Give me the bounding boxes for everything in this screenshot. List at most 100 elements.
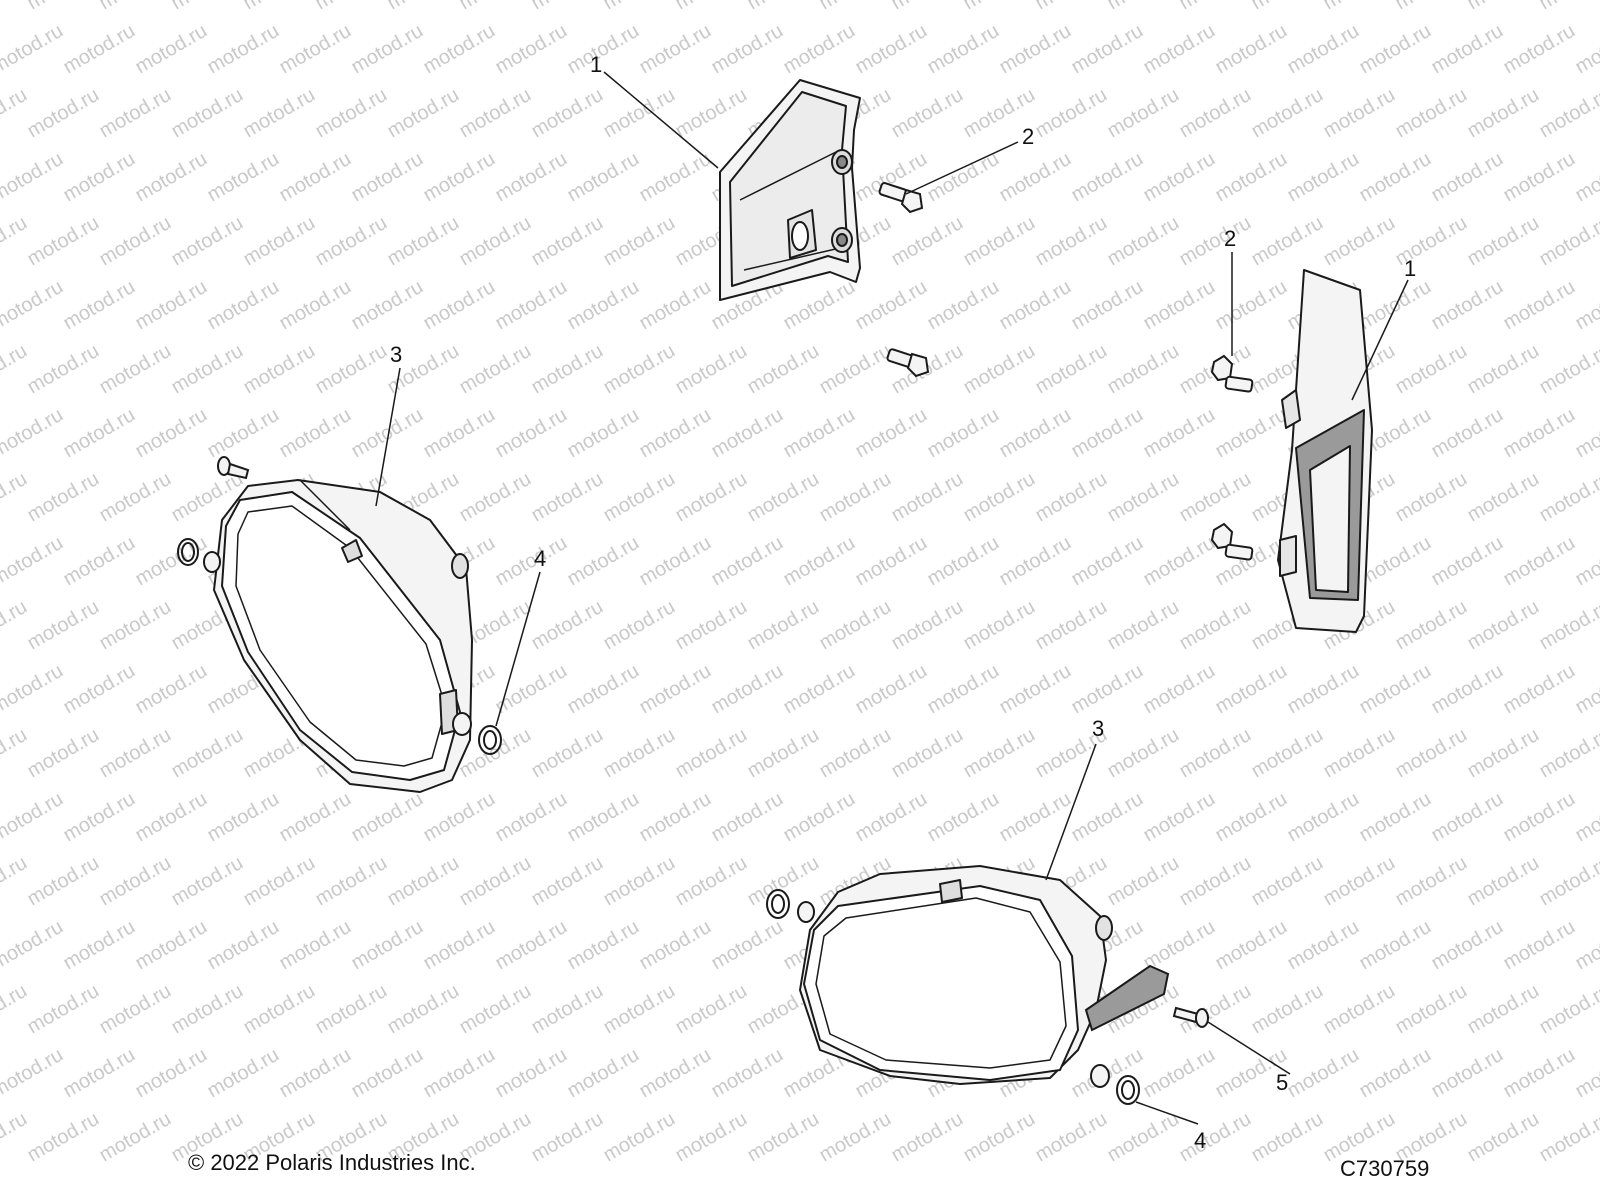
callout-4-bottom: 4: [1194, 1128, 1206, 1153]
watermark-text: motod.ru: [276, 148, 355, 207]
watermark-text: motod.ru: [24, 724, 103, 783]
watermark-text: motod.ru: [312, 84, 391, 143]
watermark-text: motod.ru: [1536, 596, 1600, 655]
oring-left-b: [478, 725, 502, 755]
watermark-text: motod.ru: [456, 340, 535, 399]
watermark-text: motod.ru: [60, 916, 139, 975]
watermark-text: motod.ru: [240, 852, 319, 911]
watermark-text: motod.ru: [708, 20, 787, 79]
watermark-text: motod.ru: [1140, 532, 1219, 591]
watermark-text: motod.ru: [0, 84, 31, 143]
watermark-text: motod.ru: [744, 596, 823, 655]
watermark-text: motod.ru: [96, 468, 175, 527]
watermark-text: motod.ru: [1464, 0, 1543, 14]
grommet-left-a: [203, 551, 221, 573]
watermark-text: motod.ru: [348, 276, 427, 335]
watermark-text: motod.ru: [60, 1044, 139, 1103]
watermark-text: motod.ru: [0, 20, 67, 79]
watermark-text: motod.ru: [888, 724, 967, 783]
watermark-text: motod.ru: [0, 1044, 67, 1103]
watermark-text: motod.ru: [96, 980, 175, 1039]
watermark-text: motod.ru: [996, 404, 1075, 463]
watermark-text: motod.ru: [852, 660, 931, 719]
watermark-text: motod.ru: [1428, 20, 1507, 79]
watermark-text: motod.ru: [0, 660, 67, 719]
watermark-text: motod.ru: [240, 212, 319, 271]
watermark-text: motod.ru: [636, 148, 715, 207]
oring-bottom-b: [1116, 1075, 1140, 1105]
watermark-text: motod.ru: [564, 276, 643, 335]
watermark-text: motod.ru: [528, 468, 607, 527]
watermark-text: motod.ru: [1356, 1044, 1435, 1103]
watermark-text: motod.ru: [996, 788, 1075, 847]
watermark-text: motod.ru: [852, 532, 931, 591]
watermark-text: motod.ru: [1068, 20, 1147, 79]
watermark-text: motod.ru: [1536, 212, 1600, 271]
watermark-text: motod.ru: [780, 660, 859, 719]
watermark-text: motod.ru: [1500, 916, 1579, 975]
callout-1-right: 1: [1404, 256, 1416, 281]
watermark-text: motod.ru: [1140, 660, 1219, 719]
watermark-text: motod.ru: [1068, 148, 1147, 207]
watermark-text: motod.ru: [708, 1044, 787, 1103]
watermark-text: motod.ru: [1356, 660, 1435, 719]
watermark-text: motod.ru: [1140, 276, 1219, 335]
watermark-text: motod.ru: [1428, 916, 1507, 975]
watermark-text: motod.ru: [492, 20, 571, 79]
watermark-text: motod.ru: [168, 852, 247, 911]
watermark-text: motod.ru: [96, 340, 175, 399]
watermark-text: motod.ru: [1212, 916, 1291, 975]
watermark-text: motod.ru: [0, 1108, 31, 1167]
watermark-text: motod.ru: [24, 0, 103, 14]
callout-2-top: 2: [1022, 124, 1034, 149]
watermark-text: motod.ru: [780, 788, 859, 847]
watermark-text: motod.ru: [204, 916, 283, 975]
watermark-text: motod.ru: [348, 1044, 427, 1103]
watermark-text: motod.ru: [1212, 404, 1291, 463]
callout-2-right: 2: [1224, 226, 1236, 251]
watermark-text: motod.ru: [96, 724, 175, 783]
watermark-text: motod.ru: [852, 404, 931, 463]
watermark-text: motod.ru: [924, 148, 1003, 207]
watermark-text: motod.ru: [60, 404, 139, 463]
watermark-text: motod.ru: [1320, 84, 1399, 143]
watermark-text: motod.ru: [1392, 468, 1471, 527]
watermark-text: motod.ru: [1428, 532, 1507, 591]
callout-1-top: 1: [590, 52, 602, 77]
watermark-text: motod.ru: [888, 0, 967, 14]
watermark-text: motod.ru: [1500, 788, 1579, 847]
watermark-text: motod.ru: [1068, 532, 1147, 591]
bolt-right-lower: [1210, 522, 1254, 561]
watermark-text: motod.ru: [0, 404, 67, 463]
grommet-left-b: [452, 712, 472, 736]
watermark-text: motod.ru: [1500, 660, 1579, 719]
watermark-text: motod.ru: [456, 84, 535, 143]
watermark-text: motod.ru: [96, 596, 175, 655]
watermark-text: motod.ru: [132, 532, 211, 591]
watermark-text: motod.ru: [168, 0, 247, 14]
watermark-text: motod.ru: [672, 852, 751, 911]
watermark-text: motod.ru: [888, 212, 967, 271]
watermark-text: motod.ru: [1320, 724, 1399, 783]
watermark-text: motod.ru: [276, 404, 355, 463]
watermark-text: motod.ru: [1392, 0, 1471, 14]
watermark-text: motod.ru: [1248, 980, 1327, 1039]
watermark-text: motod.ru: [1068, 404, 1147, 463]
watermark-text: motod.ru: [204, 1044, 283, 1103]
watermark-text: motod.ru: [0, 468, 31, 527]
watermark-text: motod.ru: [1428, 148, 1507, 207]
watermark-text: motod.ru: [96, 84, 175, 143]
watermark-text: motod.ru: [1212, 660, 1291, 719]
watermark-text: motod.ru: [600, 852, 679, 911]
watermark-text: motod.ru: [1500, 20, 1579, 79]
watermark-text: motod.ru: [1284, 788, 1363, 847]
watermark-text: motod.ru: [1104, 852, 1183, 911]
watermark-text: motod.ru: [996, 276, 1075, 335]
callout-3-bottom: 3: [1092, 716, 1104, 741]
watermark-text: motod.ru: [0, 596, 31, 655]
watermark-text: motod.ru: [1140, 148, 1219, 207]
watermark-text: motod.ru: [1356, 148, 1435, 207]
watermark-text: motod.ru: [1428, 788, 1507, 847]
watermark-text: motod.ru: [960, 468, 1039, 527]
copyright-notice: © 2022 Polaris Industries Inc.: [188, 1150, 476, 1175]
